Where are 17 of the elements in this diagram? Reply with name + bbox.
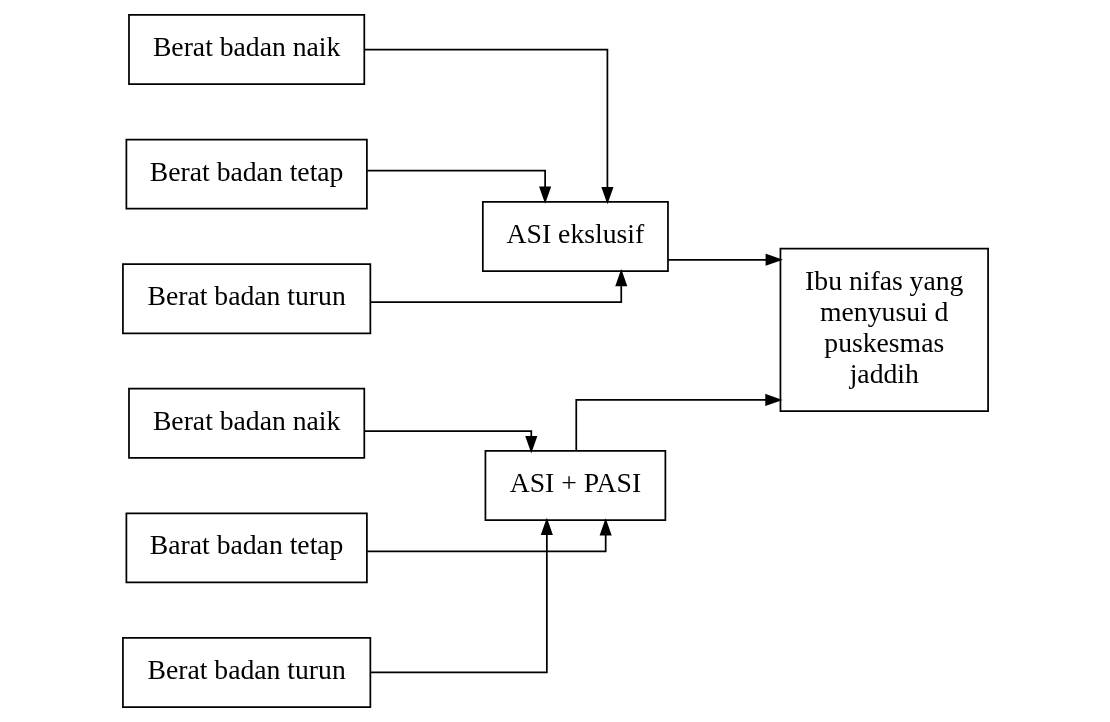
arrow xyxy=(369,517,553,674)
node-box: Berat badan tetap xyxy=(125,138,368,210)
arrow xyxy=(363,430,537,454)
node-box: Barat badan tetap xyxy=(125,512,368,584)
arrow xyxy=(365,169,551,204)
node-box: Berat badan turun xyxy=(121,263,371,335)
arrow xyxy=(574,393,783,452)
node-box: ASI ekslusif xyxy=(481,200,669,272)
node-box: Berat badan naik xyxy=(127,387,365,459)
node-box: Berat badan turun xyxy=(121,637,371,708)
node-box: ASI + PASI xyxy=(484,450,666,522)
arrow xyxy=(365,518,612,553)
arrow xyxy=(666,253,783,266)
node-box: Ibu nifas yang menyusui d puskesmas jaddih xyxy=(779,247,989,413)
arrow xyxy=(369,268,627,304)
node-box: Berat badan naik xyxy=(127,14,365,85)
arrow xyxy=(363,48,613,205)
